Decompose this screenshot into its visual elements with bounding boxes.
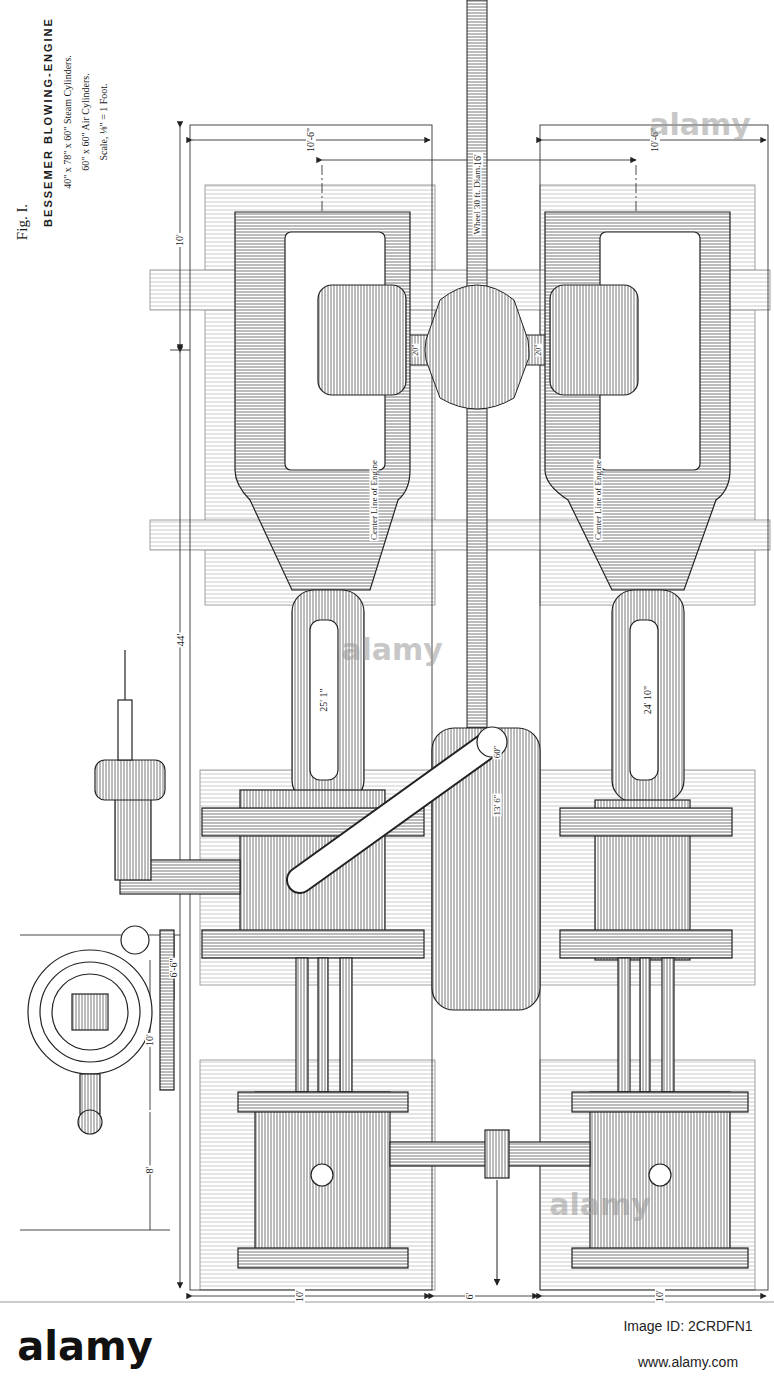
dimension-label: 8' [145,1166,155,1175]
air-tee [485,1130,509,1178]
piston-rod [318,958,328,1092]
dimension-label: Center Line of Engine [370,459,379,541]
hand-wheel [121,926,149,954]
air-cylinder [590,1092,730,1267]
foundation-block [200,1060,435,1290]
piston-rod [640,958,650,1092]
stock-strip [0,1302,774,1390]
cylinder-flange [202,930,424,958]
caption-text: Scale, ⅛" = 1 Foot. [99,83,109,160]
governor-pipe [80,1074,100,1114]
figure-title: BESSEMER BLOWING-ENGINE [43,17,54,227]
watermark: alamy [549,1190,651,1220]
governor-hub [72,994,108,1030]
foundation-block [540,770,755,985]
dimension-label: 24' 10" [643,685,653,715]
dimension-label: 20" [412,343,420,356]
governor-ball [78,1110,102,1134]
watermark: alamy [649,110,751,140]
flywheel [405,0,550,740]
left-engine [202,212,424,1268]
cylinder-flange [560,808,732,836]
cylinder-flange [572,1092,748,1112]
dimension-label: 10' [175,233,185,247]
crosshead-guide [292,590,364,802]
dimension-label: Wheel 30 ft. Diam. [473,164,482,235]
dimension-label: 6' [465,1292,475,1301]
watermark: alamy [341,635,443,665]
flywheel-hub [425,285,529,409]
crosshead-guide [612,590,684,802]
dimension-label: 10' [145,1033,155,1047]
air-cylinder [255,1092,390,1267]
engine-frame [545,212,730,590]
main-bearing [550,285,638,395]
dimension-label: 6'-6" [169,957,179,978]
caption-text: Fig. I. [15,204,30,240]
dimension-line [20,935,180,936]
stock-logo: alamy [17,1326,152,1366]
governor-ring [40,962,140,1062]
dimension-line [192,1296,430,1297]
dimension-label: 20" [535,343,543,356]
valve-rod [124,650,125,700]
air-valve [311,1164,333,1186]
foundation [150,185,770,1290]
dimension-line [20,1230,170,1231]
dimension-line [180,352,181,1288]
dimension-line [434,1296,538,1297]
guide-slot [630,620,658,780]
piston-rod [340,958,352,1092]
piston-rod [662,958,674,1092]
rack [160,930,174,1090]
cylinder-flange [238,1092,408,1112]
dimension-line [542,1296,766,1297]
cylinder-flange [572,1248,748,1268]
engine-frame [235,212,410,590]
foundation-block [540,1060,755,1290]
governor-casing [28,950,152,1074]
dimension-outline [190,125,432,1290]
dimension-outline [540,125,768,1290]
piston-rod [618,958,630,1092]
dimension-tick [170,350,190,351]
cylinder-flange [238,1248,408,1268]
air-flow-arrow [497,1180,498,1285]
dimension-label: 10' [655,1289,665,1303]
throttle-valve [95,760,165,800]
dimension-label: 10' [295,1289,305,1303]
cylinder-flange [560,930,732,958]
valve-stem [118,700,132,760]
caption-text: 40" x 78" x 60" Steam Cylinders. [63,55,73,189]
guide-slot [310,620,338,780]
stock-info: www.alamy.com [638,1355,738,1369]
crossover-pipe [300,742,492,880]
right-engine [545,212,748,1268]
piping [28,650,590,1285]
dimension-label: Center Line of Engine [594,459,603,541]
dimension-label: 25' 1" [319,687,329,712]
dimension-lines [20,125,768,1296]
dimension-label: 10'-6" [306,127,316,153]
dimension-label: 60" [493,745,502,760]
caption-text: 60" x 60" Air Cylinders. [81,73,91,170]
dimension-label: 44' [175,633,186,648]
stock-info: Image ID: 2CRDFN1 [623,1319,752,1333]
dimension-label: 13' 6" [493,793,502,816]
crossover-pipe-fill [300,742,492,880]
main-bearing [318,285,406,395]
piston-rod [296,958,308,1092]
air-valve [649,1164,671,1186]
governor-ring [52,974,128,1050]
